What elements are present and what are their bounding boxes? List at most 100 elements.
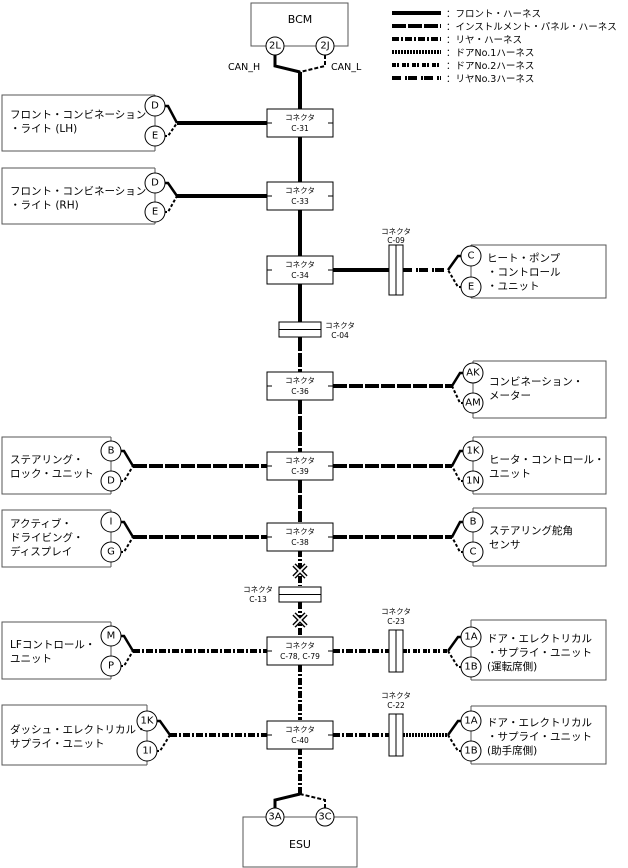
legend-label: ：リヤ・ハーネス — [446, 35, 522, 46]
pin-label: E — [152, 207, 158, 218]
unit-name-line: ロック・ユニット — [10, 468, 94, 480]
pin-terminal — [462, 392, 484, 414]
unit-name-line: ・ライト (LH) — [10, 123, 77, 135]
legend-item-door2-harness: ：ドアNo.2ハーネス — [392, 61, 534, 72]
inline-connector-c09: コネクタ C-09 — [381, 227, 411, 296]
pin-terminal — [100, 655, 122, 677]
inline-connector-c23: コネクタ C-23 — [381, 607, 411, 673]
unit-name-line: フロント・コンビネーション — [10, 109, 146, 121]
pin-terminal — [100, 470, 122, 492]
unit-name-line: コンビネーション・ — [489, 376, 583, 388]
connector-word: コネクタ — [285, 456, 315, 465]
connector-word: コネクタ — [381, 691, 411, 700]
pin-terminal — [462, 470, 484, 492]
pin-terminal — [144, 201, 166, 223]
ecu-unit: 1A 1B ドア・エレクトリカル・サプライ・ユニット(助手席側) — [446, 705, 607, 765]
pin-label: 1B — [464, 662, 477, 673]
legend: ：フロント・ハーネス ：インストルメント・パネル・ハーネス ：リヤ・ハーネス ：… — [392, 9, 617, 85]
pin-label: D — [151, 101, 159, 112]
connector-id: C-23 — [387, 617, 405, 626]
pin-terminal — [460, 710, 482, 732]
connector-word: コネクタ — [243, 585, 273, 594]
connector-id: C-34 — [291, 271, 309, 280]
pin-terminal — [460, 276, 482, 298]
unit-name-line: メーター — [489, 390, 531, 402]
pin-label: 1B — [464, 746, 477, 757]
connector-word: コネクタ — [285, 641, 315, 650]
unit-name-line: ユニット — [489, 468, 531, 480]
unit-name-line: ステアリング舵角 — [489, 524, 573, 537]
connector-word: コネクタ — [285, 260, 315, 269]
connector-word: コネクタ — [285, 376, 315, 385]
pin-label: C — [470, 547, 477, 558]
unit-name-line: ・サプライ・ユニット — [487, 731, 592, 743]
connector-id: C-33 — [291, 197, 309, 206]
pin-label: 1A — [464, 632, 477, 643]
connector-word: コネクタ — [325, 321, 355, 330]
inline-connector-c13: コネクタ C-13 — [243, 585, 322, 604]
pin-label: 1A — [464, 716, 477, 727]
connector-word: コネクタ — [285, 527, 315, 536]
right-units: CEヒート・ポンプ・コントロール・ユニットAKAMコンビネーション・メーター1K… — [446, 244, 607, 765]
pin-label: C — [468, 251, 475, 262]
legend-label: ：リヤNo.3ハーネス — [446, 74, 534, 85]
pin-label: E — [468, 282, 474, 293]
connector-word: コネクタ — [381, 227, 411, 236]
unit-name-line: ダッシュ・エレクトリカル・ — [10, 723, 147, 736]
unit-name-line: フロント・コンビネーション — [10, 186, 146, 198]
unit-name-line: ・サプライ・ユニット — [487, 647, 592, 659]
pin-terminal — [100, 440, 122, 462]
pin-label: 1K — [467, 446, 480, 457]
pin-label: 1N — [466, 476, 480, 487]
pin-terminal — [100, 625, 122, 647]
pin-label: D — [151, 178, 159, 189]
legend-label: ：インストルメント・パネル・ハーネス — [446, 22, 617, 33]
unit-name-line: アクティブ・ — [10, 517, 72, 530]
unit-name-line: サプライ・ユニット — [10, 738, 105, 750]
pin-terminal — [460, 626, 482, 648]
pin-terminal — [144, 95, 166, 117]
legend-label: ：フロント・ハーネス — [446, 9, 541, 20]
unit-name-line: ステアリング・ — [10, 453, 84, 466]
unit-name-line: ドア・エレクトリカル — [487, 633, 592, 645]
pin-terminal — [144, 172, 166, 194]
connector-id: C-09 — [387, 236, 405, 245]
junction-connector: コネクタ C-78, C-79 — [266, 636, 334, 666]
pin-terminal — [460, 245, 482, 267]
bcm-unit: BCM 2L 2J CAN_H CAN_L — [228, 2, 362, 74]
bcm-label: BCM — [288, 13, 313, 26]
pin-terminal — [144, 125, 166, 147]
connector-id: C-78, C-79 — [280, 652, 320, 661]
legend-item-front-harness: ：フロント・ハーネス — [392, 9, 541, 20]
esu-label: ESU — [289, 838, 311, 851]
connector-id: C-31 — [291, 124, 309, 133]
pin-label: I — [110, 517, 113, 528]
unit-name-line: ・ユニット — [487, 281, 540, 293]
pin-label: 1K — [141, 716, 154, 727]
pin-terminal — [462, 440, 484, 462]
can-l-label: CAN_L — [331, 62, 362, 73]
can-h-label: CAN_H — [228, 62, 260, 73]
pin-label: 3C — [318, 812, 331, 823]
unit-name-line: ドライビング・ — [10, 531, 84, 544]
junction-connectors: コネクタC-31コネクタC-33コネクタC-34コネクタC-36コネクタC-39… — [266, 108, 334, 750]
connector-id: C-22 — [387, 701, 405, 710]
unit-name-line: ドア・エレクトリカル — [487, 717, 592, 729]
connector-id: C-13 — [249, 595, 267, 604]
pin-terminal — [136, 710, 158, 732]
unit-name-line: ・ライト (RH) — [10, 200, 79, 212]
unit-name-line: (助手席側) — [487, 744, 537, 757]
